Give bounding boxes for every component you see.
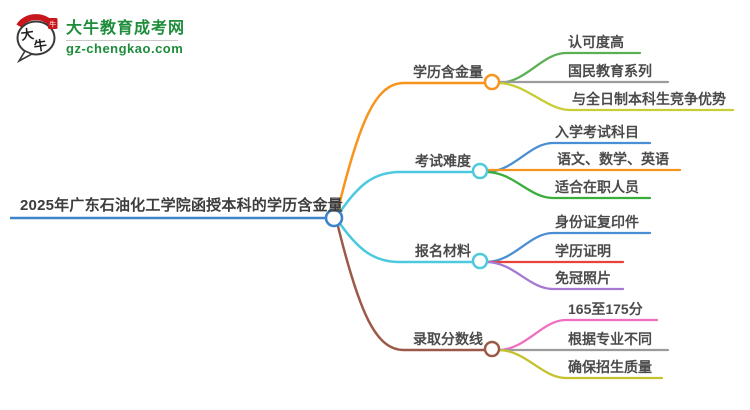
- branch-line-1: [334, 170, 475, 220]
- leaf-line-3-2: [496, 348, 664, 380]
- leaf-line-0-2: [496, 81, 735, 112]
- central-topic-node: [324, 208, 344, 228]
- branch-node-3: [483, 340, 501, 358]
- branch-line-2: [334, 216, 475, 264]
- leaf-label-2-1: 学历证明: [555, 242, 611, 259]
- leaf-label-3-2: 确保招生质量: [568, 358, 652, 375]
- leaf-line-1-2: [484, 170, 652, 200]
- leaf-label-1-0: 入学考试科目: [555, 123, 639, 140]
- branch-node-1: [471, 162, 489, 180]
- branch-label-0: 学历含金量: [413, 63, 483, 80]
- leaf-label-3-0: 165至175分: [568, 300, 643, 317]
- branch-node-0: [483, 73, 501, 91]
- leaf-label-0-2: 与全日制本科生竞争优势: [572, 90, 726, 107]
- logo-divider: [66, 40, 178, 42]
- logo-bubble-tail: [16, 49, 34, 64]
- leaf-label-2-2: 免冠照片: [555, 269, 611, 286]
- branch-line-3: [334, 216, 487, 352]
- logo-site-name: 大牛教育成考网: [66, 19, 186, 37]
- branch-label-2: 报名材料: [415, 242, 471, 259]
- central-topic-label: 2025年广东石油化工学院函授本科的学历含金量: [20, 197, 343, 214]
- logo-seal-char: 牛: [49, 20, 56, 29]
- logo-bubble-char-2: 牛: [33, 37, 48, 54]
- leaf-line-3-0: [496, 318, 659, 352]
- logo-seal: [48, 18, 58, 29]
- logo-bubble: [16, 20, 56, 56]
- site-logo: 大 牛 牛 大牛教育成考网 gz-chengkao.com: [12, 12, 202, 64]
- leaf-label-1-1: 语文、数学、英语: [557, 150, 669, 167]
- leaf-label-3-1: 根据专业不同: [568, 330, 652, 347]
- leaf-label-0-1: 国民教育系列: [568, 62, 652, 79]
- leaf-label-0-0: 认可度高: [568, 33, 624, 50]
- branch-node-2: [471, 252, 489, 270]
- branch-label-1: 考试难度: [415, 152, 471, 169]
- dainiu-speech-bubble-icon: 大 牛 牛: [16, 14, 58, 64]
- logo-text-block: 大牛教育成考网 gz-chengkao.com: [66, 20, 185, 57]
- logo-bubble-char-1: 大: [20, 26, 35, 43]
- leaf-label-1-2: 适合在职人员: [555, 178, 639, 195]
- logo-domain: gz-chengkao.com: [66, 41, 184, 57]
- branch-label-3: 录取分数线: [413, 330, 483, 347]
- leaf-line-2-0: [484, 231, 652, 264]
- branch-line-0: [334, 81, 487, 220]
- leaf-line-2-2: [484, 260, 625, 291]
- leaf-label-2-0: 身份证复印件: [555, 213, 639, 230]
